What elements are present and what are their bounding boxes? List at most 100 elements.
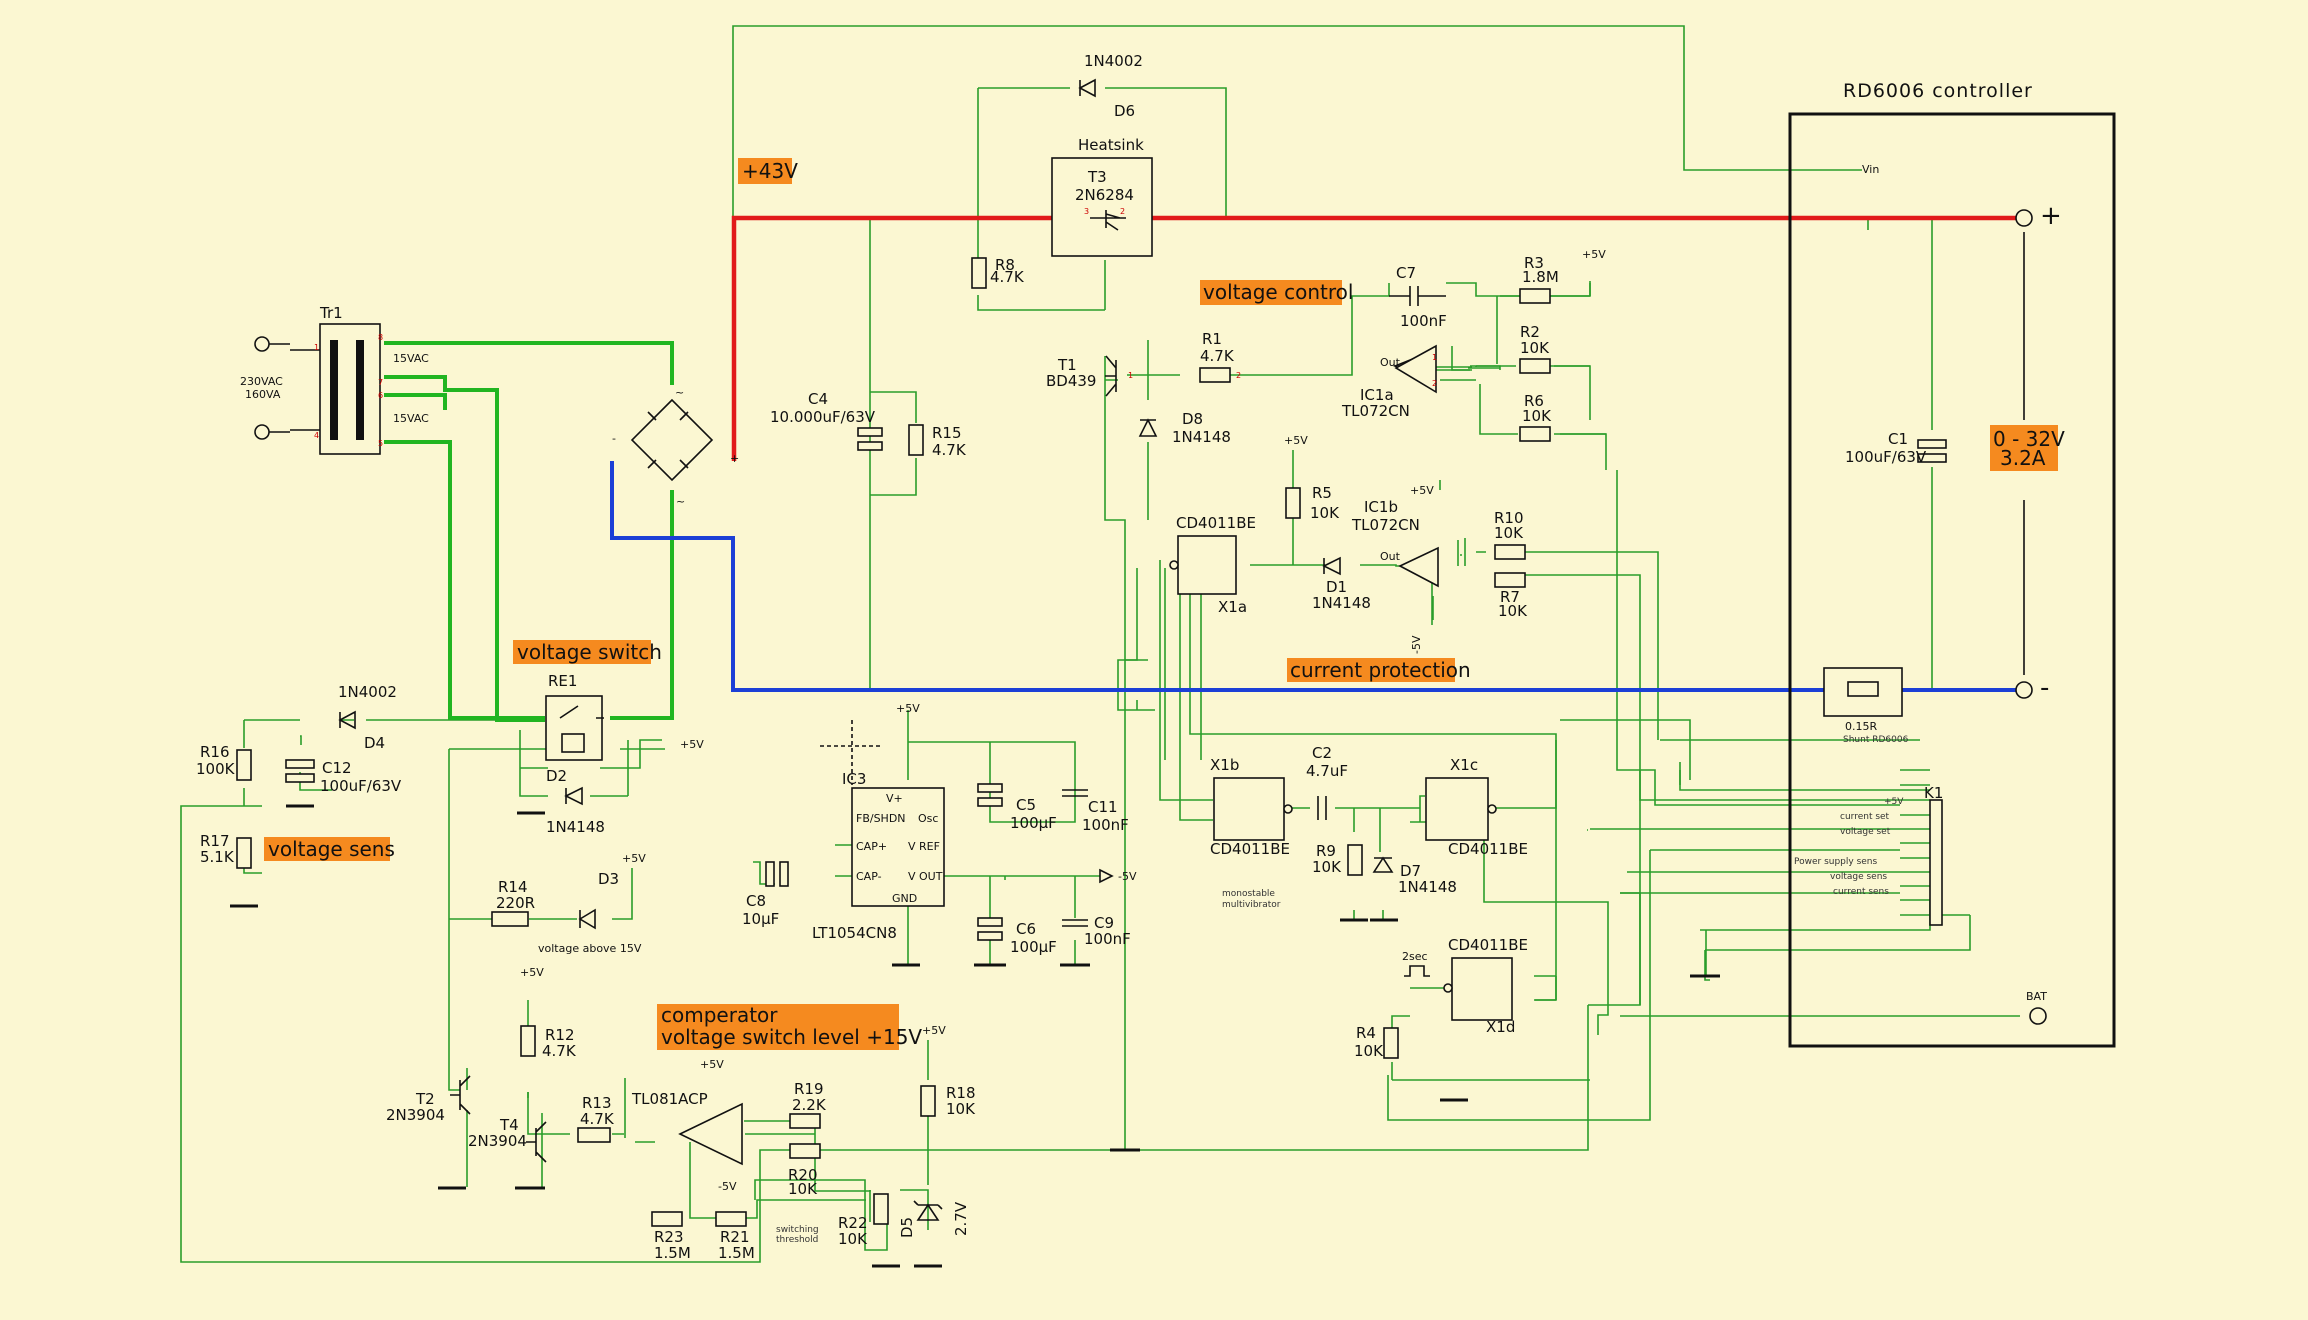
ic1b-name: IC1b <box>1364 498 1398 516</box>
svg-text:~: ~ <box>676 495 685 508</box>
current-protection-banner: current protection <box>1290 658 1471 682</box>
r20-name: R20 <box>788 1166 818 1184</box>
r2-value: 10K <box>1520 339 1550 357</box>
voltage-sens-banner: voltage sens <box>268 837 395 861</box>
svg-text:+: + <box>730 452 739 465</box>
d5-name: D5 <box>898 1217 916 1238</box>
svg-text:2: 2 <box>1432 379 1437 388</box>
r13-value: 4.7K <box>580 1110 615 1128</box>
tr1-secondary-1: 15VAC <box>393 352 429 365</box>
svg-text:8: 8 <box>378 333 383 342</box>
threshold-label-2: threshold <box>776 1235 818 1245</box>
rail-voltage-banner: +43V <box>742 159 798 183</box>
c11-name: C11 <box>1088 798 1118 816</box>
r4-value: 10K <box>1354 1042 1384 1060</box>
c11-value: 100nF <box>1082 816 1129 834</box>
d6-name: D6 <box>1114 102 1135 120</box>
d3-supply: +5V <box>622 852 646 865</box>
c9-name: C9 <box>1094 914 1114 932</box>
minus-label: - <box>2040 673 2049 703</box>
r21-name: R21 <box>720 1228 750 1246</box>
vin-label: Vin <box>1862 163 1879 176</box>
t4-name: T4 <box>499 1116 519 1134</box>
ic3-area: +5V IC3 V+ FB/SHDN Osc CAP+ V REF CAP- V… <box>742 702 1137 956</box>
r17-name: R17 <box>200 832 230 850</box>
r18-name: R18 <box>946 1084 976 1102</box>
ic3-name: IC3 <box>842 770 866 788</box>
r6-value: 10K <box>1522 407 1552 425</box>
c4-r15: C4 10.000uF/63V R15 4.7K <box>770 390 967 459</box>
k1-ps-sens: Power supply sens <box>1794 857 1878 867</box>
c1-value: 100uF/63V <box>1845 448 1927 466</box>
bridge-rectifier: ~ - + ~ <box>612 386 739 508</box>
c6-value: 100µF <box>1010 938 1057 956</box>
d4-name: D4 <box>364 734 385 752</box>
r22-name: R22 <box>838 1214 868 1232</box>
x1c-type: CD4011BE <box>1448 840 1528 858</box>
c4-name: C4 <box>808 390 828 408</box>
r1-name: R1 <box>1202 330 1222 348</box>
ic1b-vplus: +5V <box>1410 484 1434 497</box>
voltage-switch-banner: voltage switch <box>517 640 662 664</box>
t2-name: T2 <box>415 1090 435 1108</box>
mono-label-2: multivibrator <box>1222 900 1281 910</box>
output-range: 0 - 32V <box>1993 427 2065 451</box>
c4-value: 10.000uF/63V <box>770 408 876 426</box>
t4-type: 2N3904 <box>468 1132 527 1150</box>
c2-name: C2 <box>1312 744 1332 762</box>
c7-name: C7 <box>1396 264 1416 282</box>
plus-label: + <box>2040 201 2062 231</box>
ic3-vref: V REF <box>908 840 940 853</box>
bat-terminal <box>2029 1007 2047 1025</box>
t2-type: 2N3904 <box>386 1106 445 1124</box>
d4-type: 1N4002 <box>338 683 397 701</box>
r5-supply: +5V <box>1284 434 1308 447</box>
r4-name: R4 <box>1356 1024 1376 1042</box>
k1-current-sens: current sens <box>1833 887 1889 897</box>
d6-type: 1N4002 <box>1084 52 1143 70</box>
r15-name: R15 <box>932 424 962 442</box>
current-protection-area: +5V R5 10K CD4011BE X1a D1 1N4148 Out IC… <box>1169 434 1528 654</box>
k1-connector: K1 +5V current set voltage set Power sup… <box>1794 784 1943 926</box>
voltage-switch-area: RE1 1N4002 D4 D2 1N4148 +5V R16 100K C12… <box>196 672 704 869</box>
k1-voltage-set: voltage set <box>1840 827 1891 837</box>
c7-value: 100nF <box>1400 312 1447 330</box>
d1-name: D1 <box>1326 578 1347 596</box>
shunt-name: Shunt RD6006 <box>1843 735 1909 745</box>
ic3-vplus: V+ <box>886 792 903 805</box>
tl081-type: TL081ACP <box>631 1090 708 1108</box>
c6-name: C6 <box>1016 920 1036 938</box>
c1-name: C1 <box>1888 430 1908 448</box>
r2-name: R2 <box>1520 323 1540 341</box>
t3-name: T3 <box>1087 168 1107 186</box>
top-transistor-area: 1N4002 D6 Heatsink T3 2N6284 R8 4.7K <box>971 52 1153 289</box>
r20-value: 10K <box>788 1180 818 1198</box>
ic3-cap-plus: CAP+ <box>856 840 887 853</box>
t1-area: T1 BD439 R1 4.7K D8 1N4148 <box>1046 330 1235 446</box>
r18-value: 10K <box>946 1100 976 1118</box>
monostable-area: X1b CD4011BE C2 4.7uF X1c CD4011BE R9 10… <box>1210 744 1528 1060</box>
d7-name: D7 <box>1400 862 1421 880</box>
r10-name: R10 <box>1494 509 1524 527</box>
r12-name: R12 <box>545 1026 575 1044</box>
threshold-label-1: switching <box>776 1225 819 1235</box>
tr1-input-power: 160VA <box>245 388 281 401</box>
tr1-input-voltage: 230VAC <box>240 375 283 388</box>
power-wires <box>384 215 2020 722</box>
svg-text:~: ~ <box>675 386 684 399</box>
ic1a-type: TL072CN <box>1341 402 1410 420</box>
ic1b-type: TL072CN <box>1351 516 1420 534</box>
x1a-name: X1a <box>1218 598 1247 616</box>
tr1-secondary-2: 15VAC <box>393 412 429 425</box>
r5-value: 10K <box>1310 504 1340 522</box>
t1-type: BD439 <box>1046 372 1096 390</box>
d8-name: D8 <box>1182 410 1203 428</box>
c8-name: C8 <box>746 892 766 910</box>
comparator-banner-line2: voltage switch level +15V <box>661 1025 922 1049</box>
r19-name: R19 <box>794 1080 824 1098</box>
x1c-name: X1c <box>1450 756 1478 774</box>
ic1b-vminus: -5V <box>1410 635 1423 654</box>
r18-supply: +5V <box>922 1024 946 1037</box>
